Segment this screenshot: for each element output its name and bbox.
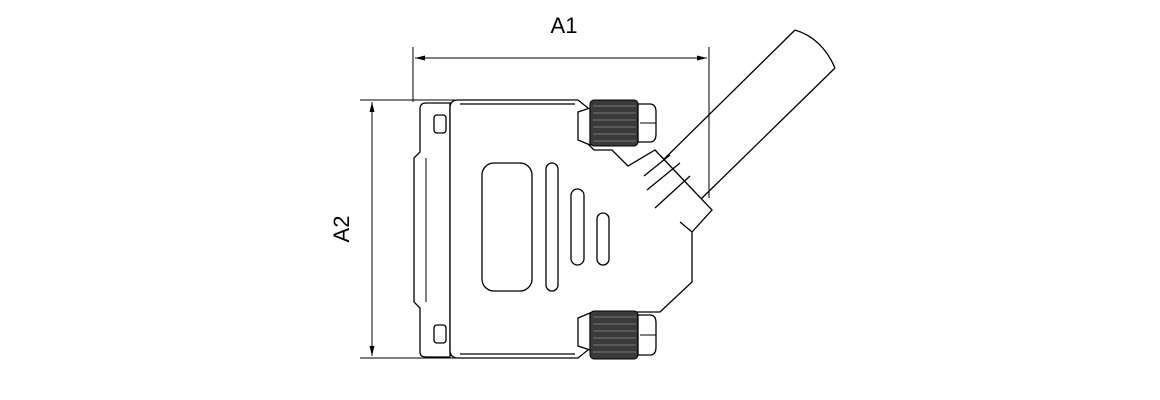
flange-plate [413,102,451,358]
slot-short [596,212,610,266]
slot-long [545,162,559,292]
jackscrew-top-knurl [589,99,639,147]
dimension-a1: A1 [412,13,710,198]
slot-large [481,162,533,292]
cable-edge-lower [699,67,836,201]
hood-slots [481,162,610,292]
jackscrew-top-knurl-texture [593,105,636,142]
jackscrew-bottom [577,310,657,360]
a2-arrow-bottom [369,346,375,356]
cable [654,29,836,201]
a2-label: A2 [329,216,354,243]
rear-flange [413,102,451,358]
slot-medium [570,188,585,266]
a1-label: A1 [551,13,578,38]
a2-arrow-top [369,102,375,112]
a1-arrow-right [697,55,707,61]
neck-lower-edge [679,221,693,233]
cable-cut-end [794,29,836,69]
neck-band-1 [643,154,671,177]
dimension-a2: A2 [329,99,460,359]
jackscrew-bottom-stem [577,312,591,351]
jackscrew-top [577,99,657,147]
flange-pin-bottom [433,324,447,344]
neck-band-3 [654,175,691,209]
flange-pin-top [433,114,447,134]
jackscrew-top-stem [577,107,591,146]
jackscrew-bottom-knurl-texture [593,316,636,353]
neck-band-2 [646,162,681,191]
cable-edge-upper [654,29,796,169]
a1-arrow-left [415,55,425,61]
